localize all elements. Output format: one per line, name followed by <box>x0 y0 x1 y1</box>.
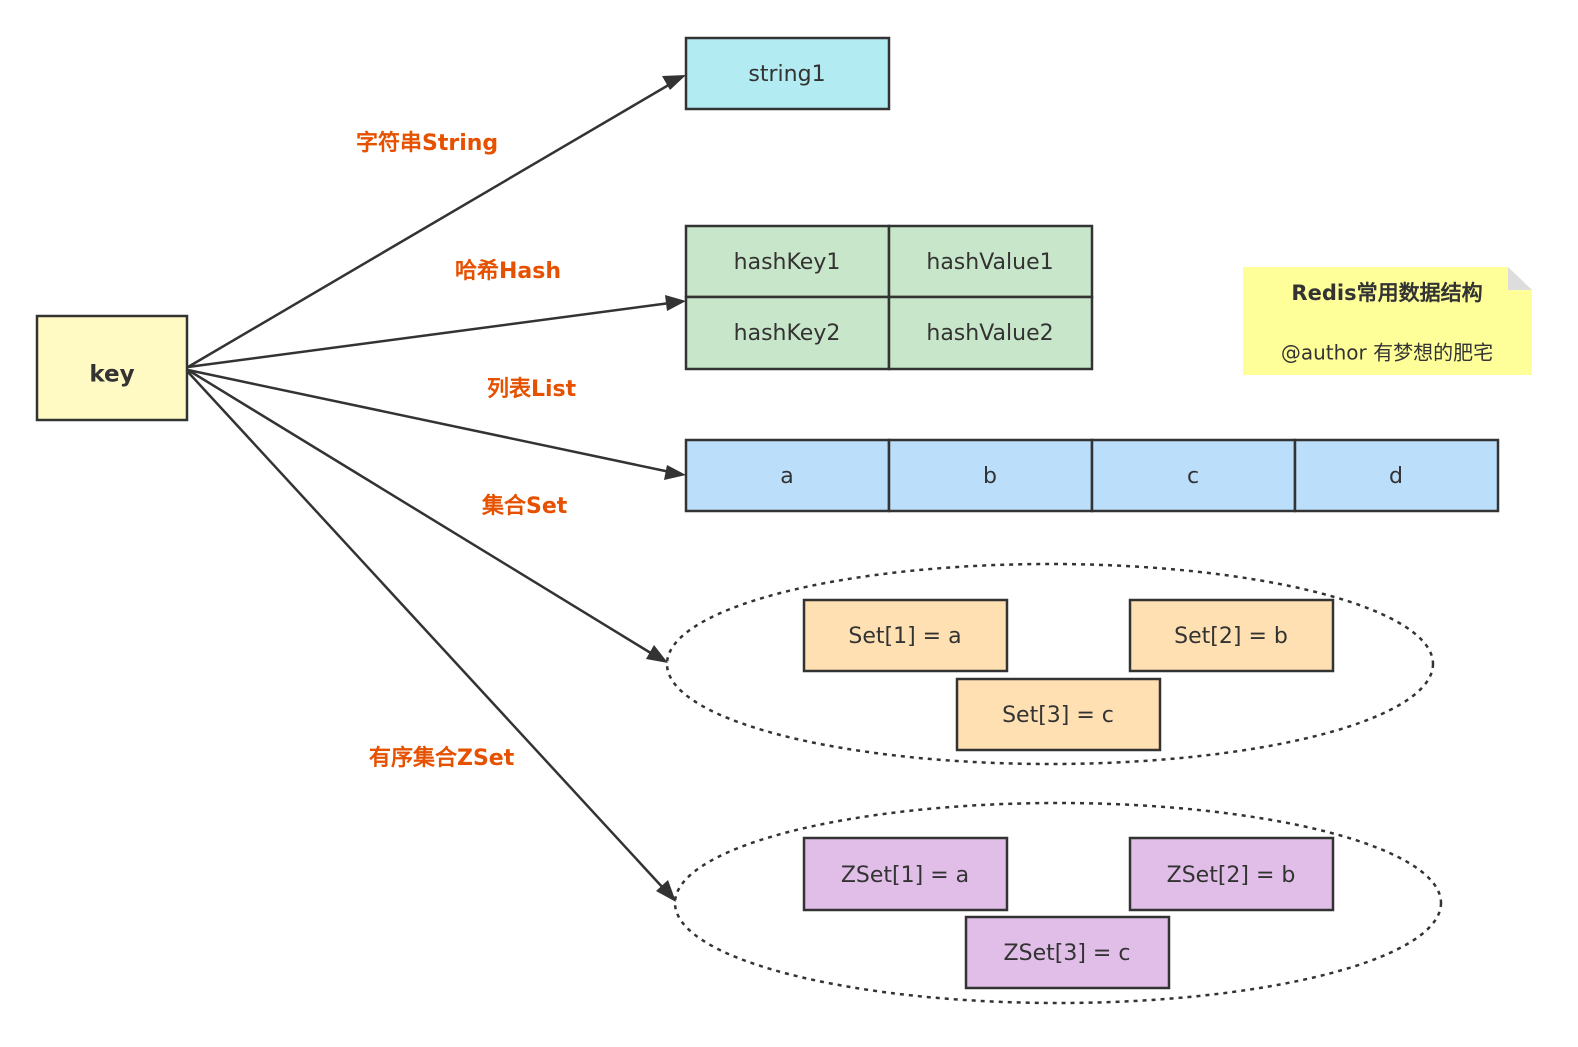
note-fold-icon <box>1508 267 1532 290</box>
key-label: key <box>89 362 134 388</box>
edge-label-hash: 哈希Hash <box>455 258 561 284</box>
arrow-to-hash <box>187 301 671 369</box>
list-item-1: a <box>780 464 793 489</box>
list-row: a b c d <box>684 438 1500 513</box>
hash-table: hashKey1 hashValue1 hashKey2 hashValue2 <box>684 224 1094 371</box>
arrows <box>187 75 686 902</box>
hash-cell-key-1 <box>684 224 891 299</box>
arrow-to-set <box>187 368 655 657</box>
set-box-3 <box>955 677 1162 752</box>
hash-value-2: hashValue2 <box>926 321 1053 346</box>
list-item-3: c <box>1187 464 1199 489</box>
note-title: Redis常用数据结构 <box>1291 281 1482 305</box>
hash-key-1: hashKey1 <box>734 250 841 275</box>
set-item-3: Set[3] = c <box>1002 703 1114 728</box>
arrowhead-hash-icon <box>665 295 686 311</box>
list-cell-4 <box>1293 438 1500 513</box>
edge-labels: 字符串String 哈希Hash 列表List 集合Set 有序集合ZSet <box>356 130 577 771</box>
set-item-2: Set[2] = b <box>1174 624 1288 649</box>
arrowhead-string-icon <box>662 75 686 90</box>
zset-ellipse <box>673 801 1443 1005</box>
set-item-1: Set[1] = a <box>848 624 961 649</box>
arrowhead-set-icon <box>646 645 668 663</box>
edge-label-zset: 有序集合ZSet <box>369 745 515 771</box>
edge-label-string: 字符串String <box>356 130 498 156</box>
list-cell-2 <box>887 438 1094 513</box>
note: Redis常用数据结构 @author 有梦想的肥宅 <box>1243 267 1532 375</box>
zset-group: ZSet[1] = a ZSet[2] = b ZSet[3] = c <box>673 801 1443 1005</box>
zset-box-2 <box>1128 836 1335 912</box>
hash-value-1: hashValue1 <box>926 250 1053 275</box>
list-item-4: d <box>1389 464 1403 489</box>
edge-label-set: 集合Set <box>481 493 568 519</box>
note-body <box>1243 267 1532 375</box>
set-ellipse <box>665 562 1435 766</box>
key-node: key <box>35 314 189 422</box>
arrow-to-string <box>187 81 673 369</box>
hash-key-2: hashKey2 <box>734 321 841 346</box>
set-box-2 <box>1128 598 1335 673</box>
list-cell-1 <box>684 438 891 513</box>
arrow-to-zset <box>187 371 665 890</box>
zset-item-3: ZSet[3] = c <box>1004 941 1131 966</box>
zset-item-2: ZSet[2] = b <box>1167 863 1296 888</box>
zset-box-1 <box>802 836 1009 912</box>
arrowhead-zset-icon <box>656 880 676 902</box>
note-author: @author 有梦想的肥宅 <box>1281 341 1493 365</box>
hash-cell-value-2 <box>887 295 1094 371</box>
list-item-2: b <box>983 464 997 489</box>
string-node: string1 <box>684 36 891 111</box>
string-box <box>684 36 891 111</box>
key-box <box>35 314 189 422</box>
list-cell-3 <box>1090 438 1297 513</box>
set-box-1 <box>802 598 1009 673</box>
string-value: string1 <box>748 62 825 87</box>
zset-item-1: ZSet[1] = a <box>841 863 969 888</box>
set-group: Set[1] = a Set[2] = b Set[3] = c <box>665 562 1435 766</box>
edge-label-list: 列表List <box>487 377 577 402</box>
hash-cell-value-1 <box>887 224 1094 299</box>
arrowhead-list-icon <box>664 465 686 480</box>
arrow-to-list <box>187 368 671 474</box>
zset-box-3 <box>964 915 1171 990</box>
